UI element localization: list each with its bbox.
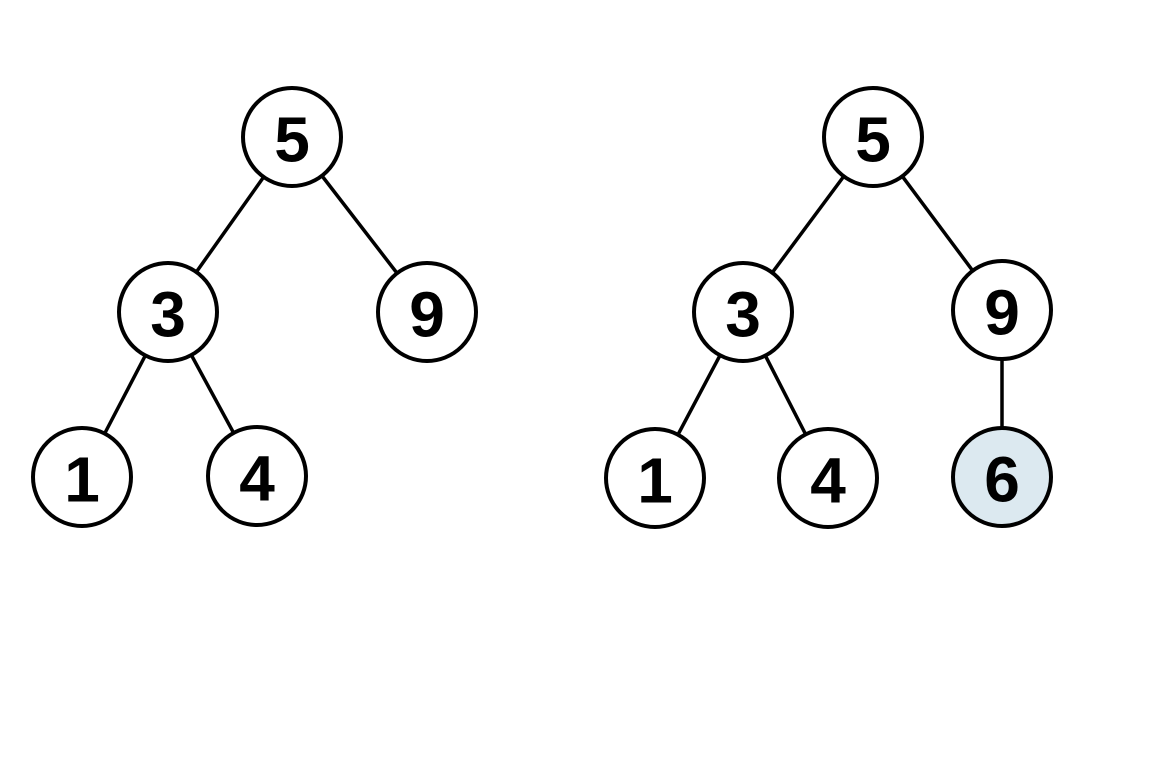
left-tree-node-label-4: 4 [239,443,275,515]
left-tree-node-label-5: 5 [274,104,310,176]
left-tree-node-label-3: 3 [150,279,186,351]
left-tree-node-label-1: 1 [64,444,100,516]
left-tree-node-9 [376,261,478,363]
right-tree-node-5 [822,86,924,188]
right-tree-node-label-9: 9 [984,277,1020,349]
left-tree-node-1 [31,426,133,528]
left-tree-node-label-9: 9 [409,279,445,351]
right-tree-node-label-1: 1 [637,445,673,517]
left-tree-node-4 [206,425,308,527]
right-tree-node-6-highlighted [951,426,1053,528]
left-tree-node-3 [117,261,219,363]
right-tree-node-label-3: 3 [725,279,761,351]
right-tree: 5 3 9 1 4 6 [604,86,1053,529]
right-tree-node-label-5: 5 [855,104,891,176]
right-tree-node-label-4: 4 [810,445,846,517]
left-tree-node-5 [241,86,343,188]
right-tree-node-1 [604,427,706,529]
left-tree: 5 3 9 1 4 [31,86,478,528]
right-tree-node-label-6: 6 [984,444,1020,516]
right-tree-node-3 [692,261,794,363]
right-tree-node-9 [951,259,1053,361]
right-tree-node-4 [777,427,879,529]
